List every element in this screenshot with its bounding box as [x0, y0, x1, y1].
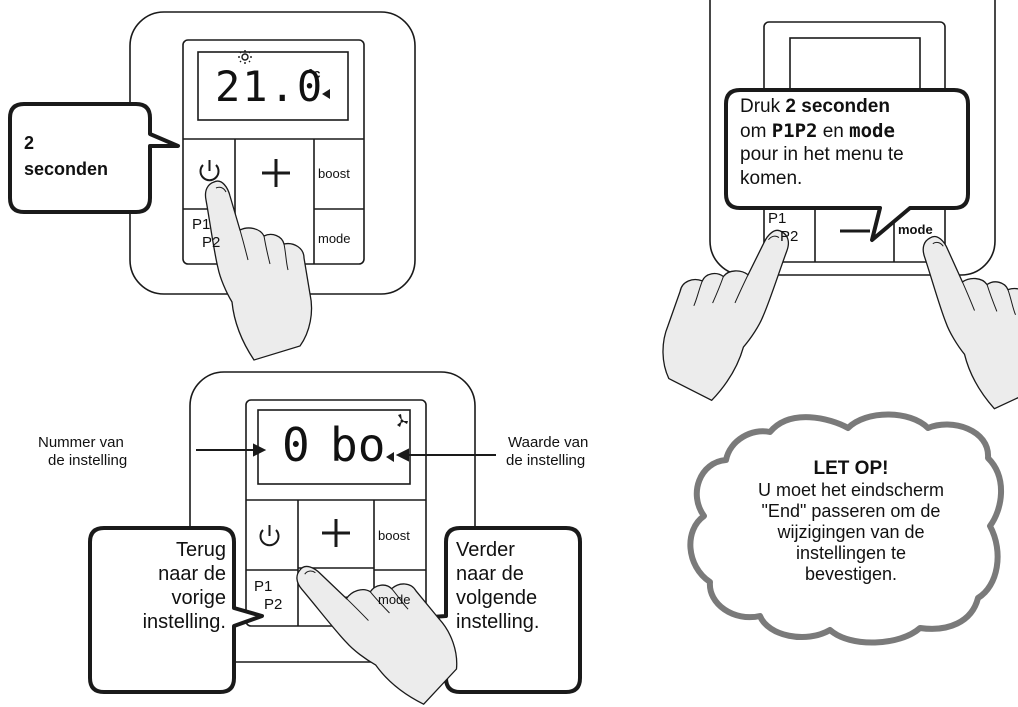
plus-icon [322, 519, 350, 547]
p2-label[interactable]: P2 [780, 228, 799, 245]
bubble-line-3: pour in het menu te [740, 144, 904, 165]
power-icon [199, 160, 220, 182]
display-temperature: 21.0 [215, 62, 325, 111]
bubble-verder: Verder naar de volgende instelling. [456, 538, 576, 634]
bubble-line: Terug [175, 539, 226, 561]
label-nummer-2: de instelling [48, 452, 128, 469]
callout-bubble-verder [416, 526, 582, 694]
display-setting-value: bo [330, 418, 386, 472]
bubble-line-1: Druk 2 seconden [740, 96, 890, 118]
bubble-line: instelling. [142, 611, 226, 633]
callout-bubble-2-seconden [8, 102, 180, 214]
bubble-line-2: om P1P2 en mode [740, 120, 895, 143]
callout-bubble-p1p2-mode [724, 88, 970, 242]
bubble-line: naar de [158, 563, 226, 585]
warning-line: "End" passeren om de [761, 501, 941, 521]
boost-button[interactable]: boost [318, 166, 350, 181]
bubble-text-p1p2: P1P2 [771, 120, 818, 142]
bubble-text-2: 2 [24, 133, 35, 153]
label-waarde: Waarde van [508, 434, 589, 451]
power-icon [259, 525, 280, 547]
bubble-text-seconden: seconden [24, 159, 109, 179]
warning-line: U moet het eindscherm [757, 480, 945, 500]
arrow-right-label [395, 448, 496, 462]
bubble-text-mode: mode [849, 120, 895, 142]
p1-label[interactable]: P1 [254, 578, 273, 595]
warning-text: U moet het eindscherm "End" passeren om … [716, 480, 986, 585]
arrow-left-label [196, 443, 267, 457]
p2-label[interactable]: P2 [264, 596, 283, 613]
bubble-line: volgende [456, 587, 538, 609]
bubble-line-4: komen. [740, 168, 803, 189]
bubble-terug: Terug naar de vorige instelling. [96, 538, 226, 634]
bubble-text-bold: 2 seconden [785, 96, 890, 117]
mode-button[interactable]: mode [898, 222, 933, 237]
pointer-icon [322, 89, 330, 99]
p1-label[interactable]: P1 [192, 216, 211, 233]
warning-line: bevestigen. [804, 564, 898, 584]
bubble-text: en [817, 121, 850, 142]
pointer-icon [386, 452, 394, 462]
warning-title: LET OP! [813, 458, 889, 479]
label-waarde-2: de instelling [506, 452, 586, 469]
display-setting-number: 0 [282, 418, 310, 472]
callout-bubble-terug [88, 526, 264, 694]
bubble-line: vorige [171, 587, 226, 609]
bubble-text: Druk [740, 96, 786, 117]
mode-button[interactable]: mode [378, 592, 411, 607]
boost-button[interactable]: boost [378, 528, 410, 543]
mode-button[interactable]: mode [318, 231, 351, 246]
warning-line: wijzigingen van de [777, 522, 925, 542]
bubble-line: instelling. [456, 611, 540, 633]
sun-icon [238, 50, 252, 64]
p2-label[interactable]: P2 [202, 234, 221, 251]
display-unit: °c [308, 66, 321, 81]
plus-icon [262, 159, 290, 187]
bubble-text: om [740, 121, 772, 142]
bubble-line: naar de [456, 563, 524, 585]
label-nummer: Nummer van [38, 434, 124, 451]
bubble-line: Verder [456, 539, 515, 561]
p1-label[interactable]: P1 [768, 210, 787, 227]
cloud-shape [687, 411, 1005, 646]
fan-icon [397, 414, 408, 427]
warning-line: instellingen te [795, 543, 907, 563]
